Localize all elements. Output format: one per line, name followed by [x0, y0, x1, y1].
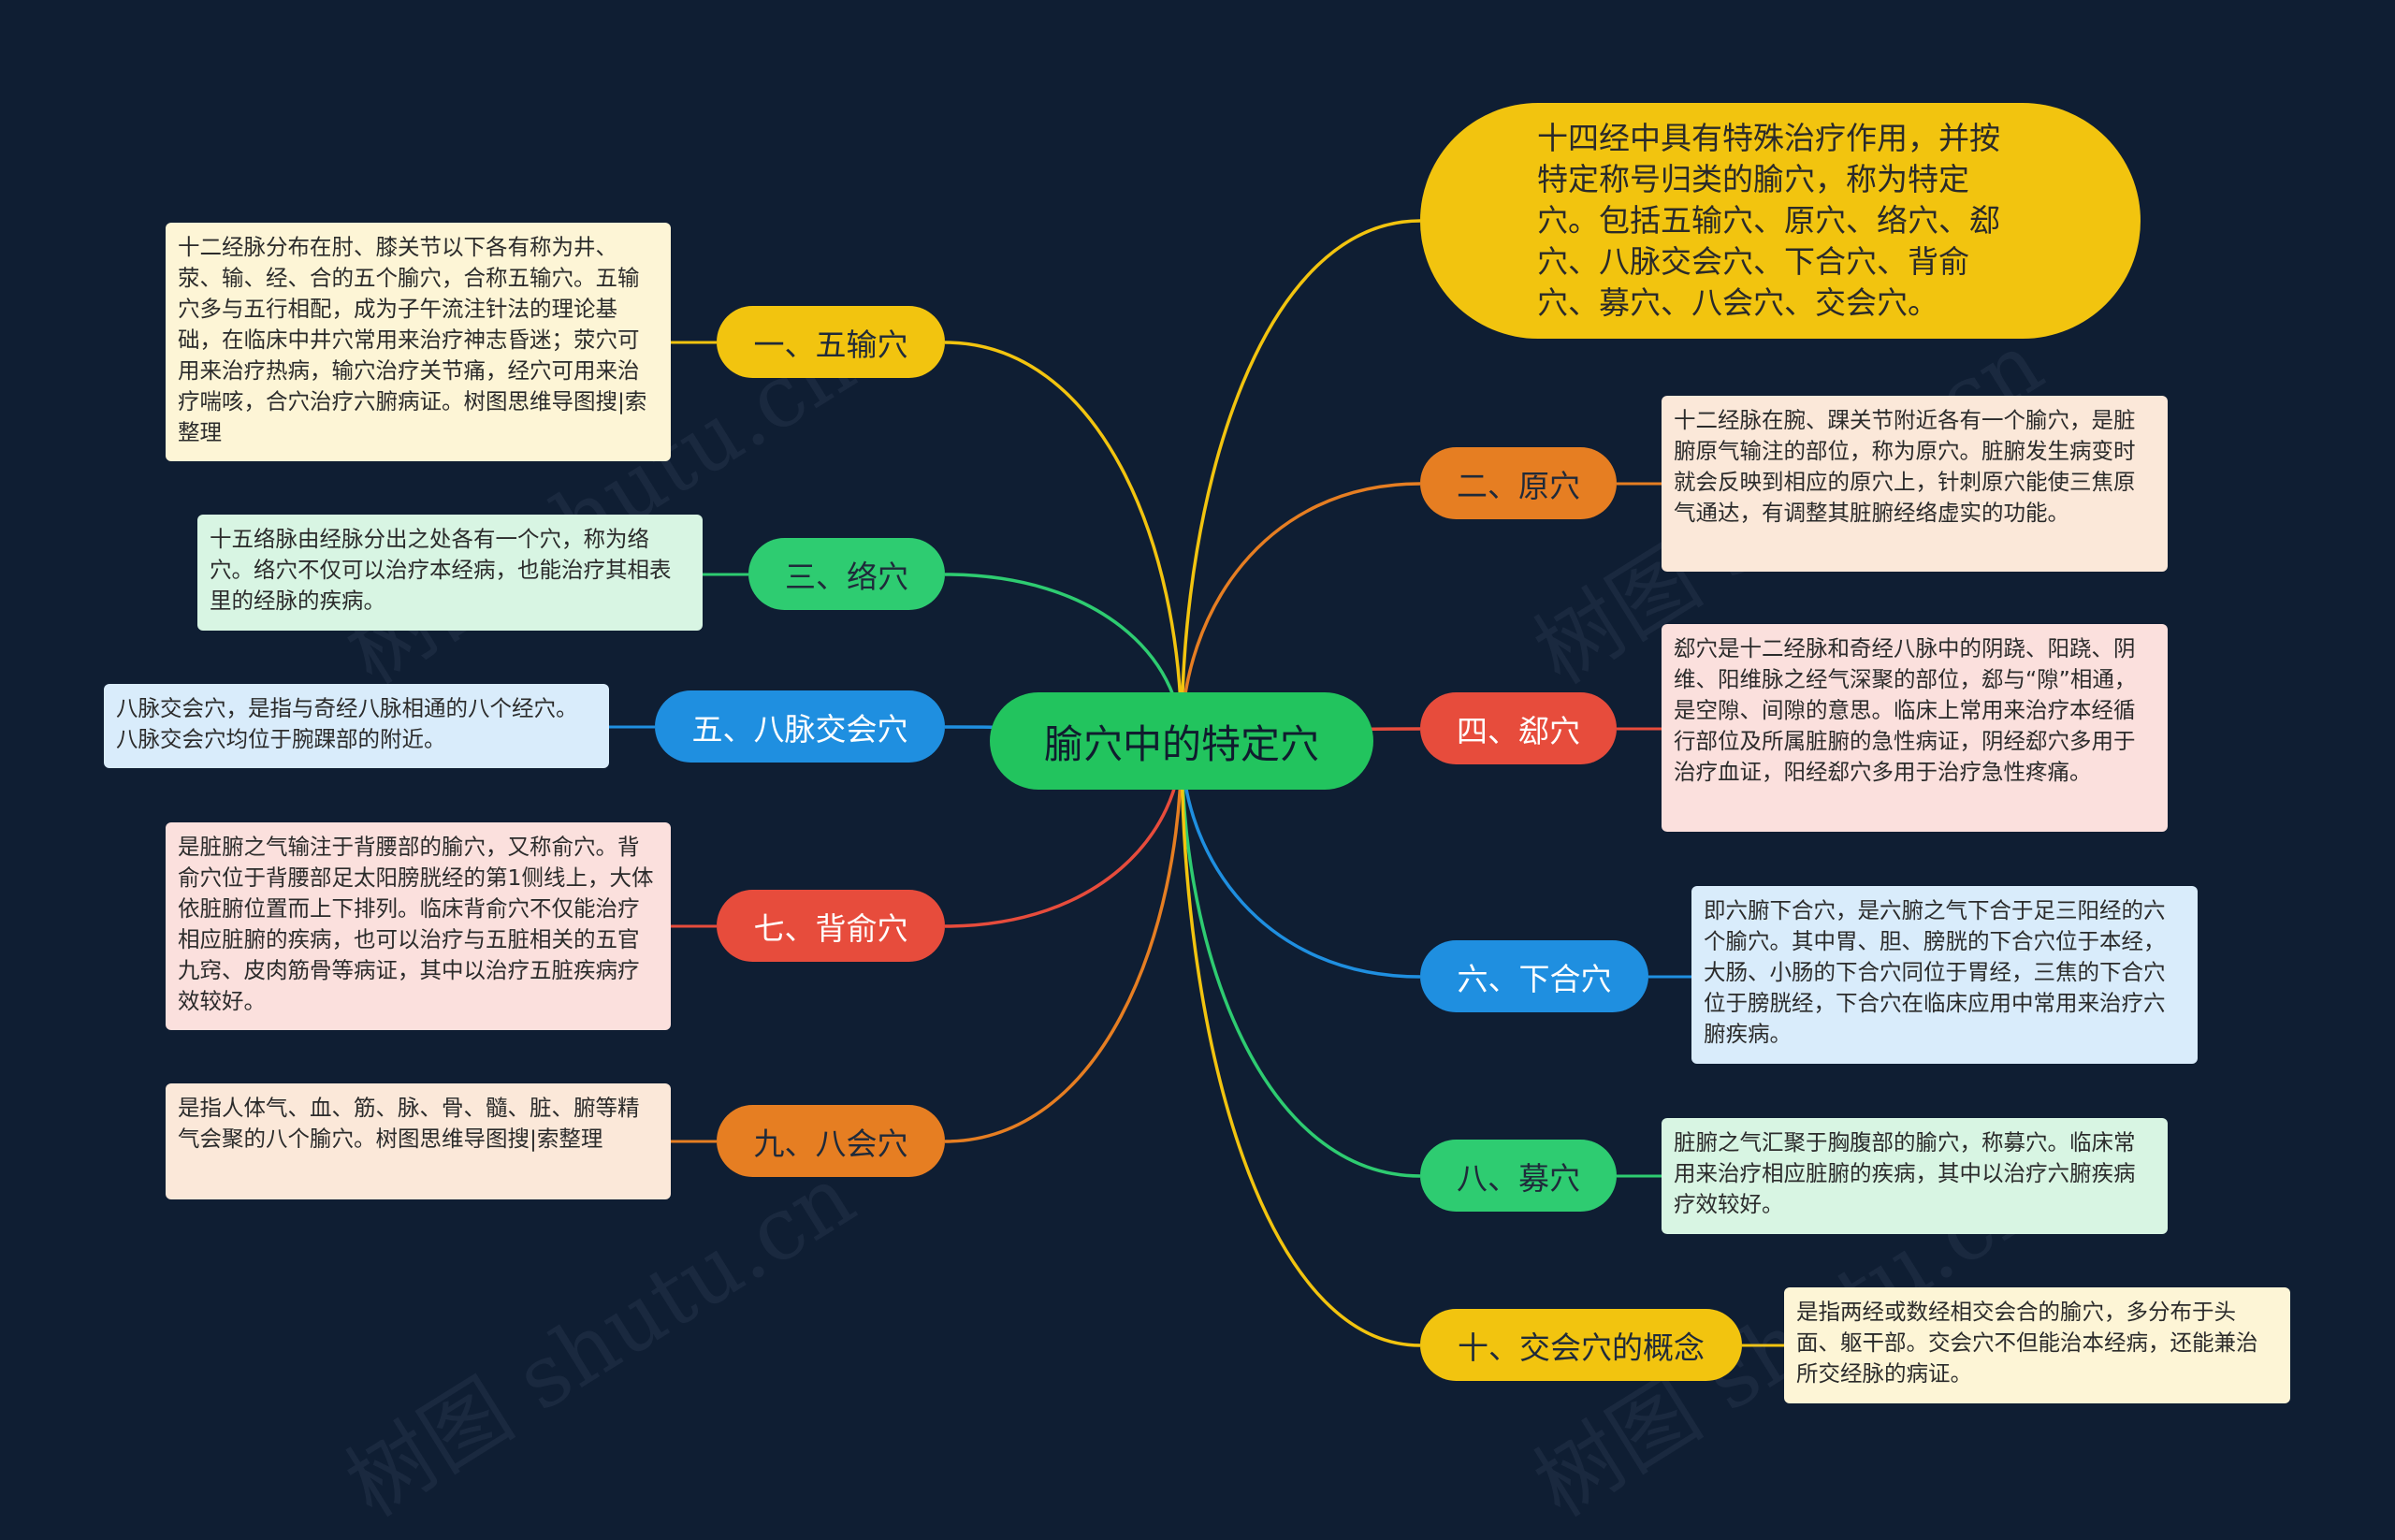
connector-yuan — [1180, 482, 1421, 742]
branch-label: 二、原穴 — [1457, 467, 1580, 504]
note-text: 是指两经或数经相交会合的腧穴，多分布于头面、躯干部。交会穴不但能治本经病，还能兼… — [1796, 1299, 2258, 1387]
note-text: 十二经脉分布在肘、膝关节以下各有称为井、荥、输、经、合的五个腧穴，合称五输穴。五… — [178, 234, 647, 445]
mindmap-canvas: 树图 shutu.cn 树图 shutu.cn 树图 shutu.cn 树图 s… — [104, 103, 2290, 1536]
note-text: 是指人体气、血、筋、脉、骨、髓、脏、腑等精气会聚的八个腧穴。树图思维导图搜|索整… — [178, 1095, 640, 1152]
note-luo: 十五络脉由经脉分出之处各有一个穴，称为络穴。络穴不仅可以治疗本经病，也能治疗其相… — [197, 515, 703, 631]
branch-jiaohui[interactable]: 十、交会穴的概念 — [1420, 1309, 1742, 1381]
branch-beishu[interactable]: 七、背俞穴 — [717, 890, 945, 962]
note-bahui: 是指人体气、血、筋、脉、骨、髓、脏、腑等精气会聚的八个腧穴。树图思维导图搜|索整… — [166, 1083, 671, 1199]
branch-label: 八、募穴 — [1457, 1159, 1580, 1197]
branch-label: 七、背俞穴 — [753, 909, 908, 947]
branch-bamai[interactable]: 五、八脉交会穴 — [655, 690, 945, 763]
note-xiahe: 即六腑下合穴，是六腑之气下合于足三阳经的六个腧穴。其中胃、胆、膀胱的下合穴位于本… — [1691, 886, 2198, 1064]
branch-mu[interactable]: 八、募穴 — [1420, 1140, 1617, 1212]
branch-xi[interactable]: 四、郄穴 — [1420, 692, 1617, 764]
note-xi: 郄穴是十二经脉和奇经八脉中的阴跷、阳跷、阴维、阳维脉之经气深聚的部位，郄与“隙”… — [1662, 624, 2168, 832]
central-topic-label: 腧穴中的特定穴 — [1043, 720, 1319, 767]
note-jiaohui: 是指两经或数经相交会合的腧穴，多分布于头面、躯干部。交会穴不但能治本经病，还能兼… — [1784, 1287, 2290, 1403]
connector-intro — [1180, 219, 1421, 742]
branch-label: 四、郄穴 — [1457, 712, 1580, 749]
note-bamai: 八脉交会穴，是指与奇经八脉相通的八个经穴。八脉交会穴均位于腕踝部的附近。 — [104, 684, 609, 768]
note-mu: 脏腑之气汇聚于胸腹部的腧穴，称募穴。临床常用来治疗相应脏腑的疾病，其中以治疗六腑… — [1662, 1118, 2168, 1234]
branch-label: 一、五输穴 — [753, 326, 908, 363]
note-wushu: 十二经脉分布在肘、膝关节以下各有称为井、荥、输、经、合的五个腧穴，合称五输穴。五… — [166, 223, 671, 461]
connector-jiaohui — [1180, 740, 1421, 1347]
connector-bahui — [944, 740, 1183, 1143]
note-text: 八脉交会穴，是指与奇经八脉相通的八个经穴。八脉交会穴均位于腕踝部的附近。 — [116, 695, 578, 752]
intro-bubble[interactable]: 十四经中具有特殊治疗作用，并按特定称号归类的腧穴，称为特定穴。包括五输穴、原穴、… — [1420, 103, 2141, 339]
branch-xiahe[interactable]: 六、下合穴 — [1420, 940, 1648, 1012]
branch-label: 五、八脉交会穴 — [691, 710, 908, 748]
note-beishu: 是脏腑之气输注于背腰部的腧穴，又称俞穴。背俞穴位于背腰部足太阳膀胱经的第1侧线上… — [166, 822, 671, 1030]
connector-lines — [609, 219, 1784, 1347]
branch-yuan[interactable]: 二、原穴 — [1420, 447, 1617, 519]
note-text: 是脏腑之气输注于背腰部的腧穴，又称俞穴。背俞穴位于背腰部足太阳膀胱经的第1侧线上… — [178, 834, 654, 1014]
note-text: 郄穴是十二经脉和奇经八脉中的阴跷、阳跷、阴维、阳维脉之经气深聚的部位，郄与“隙”… — [1674, 635, 2137, 785]
branch-label: 三、络穴 — [785, 558, 908, 595]
intro-text: 十四经中具有特殊治疗作用，并按特定称号归类的腧穴，称为特定穴。包括五输穴、原穴、… — [1537, 120, 2000, 321]
central-topic[interactable]: 腧穴中的特定穴 — [990, 692, 1373, 790]
note-yuan: 十二经脉在腕、踝关节附近各有一个腧穴，是脏腑原气输注的部位，称为原穴。脏腑发生病… — [1662, 396, 2168, 572]
connector-mu — [1180, 740, 1421, 1178]
branch-label: 九、八会穴 — [753, 1125, 908, 1162]
note-text: 脏腑之气汇聚于胸腹部的腧穴，称募穴。临床常用来治疗相应脏腑的疾病，其中以治疗六腑… — [1674, 1129, 2136, 1217]
branch-bahui[interactable]: 九、八会穴 — [717, 1105, 945, 1177]
note-text: 即六腑下合穴，是六腑之气下合于足三阳经的六个腧穴。其中胃、胆、膀胱的下合穴位于本… — [1704, 897, 2166, 1047]
connector-wushu — [944, 341, 1183, 742]
branch-label: 六、下合穴 — [1457, 960, 1612, 997]
branch-label: 十、交会穴的概念 — [1458, 1329, 1705, 1366]
branch-wushu[interactable]: 一、五输穴 — [717, 306, 945, 378]
branch-luo[interactable]: 三、络穴 — [748, 538, 945, 610]
note-text: 十二经脉在腕、踝关节附近各有一个腧穴，是脏腑原气输注的部位，称为原穴。脏腑发生病… — [1674, 407, 2136, 526]
note-text: 十五络脉由经脉分出之处各有一个穴，称为络穴。络穴不仅可以治疗本经病，也能治疗其相… — [210, 526, 672, 614]
